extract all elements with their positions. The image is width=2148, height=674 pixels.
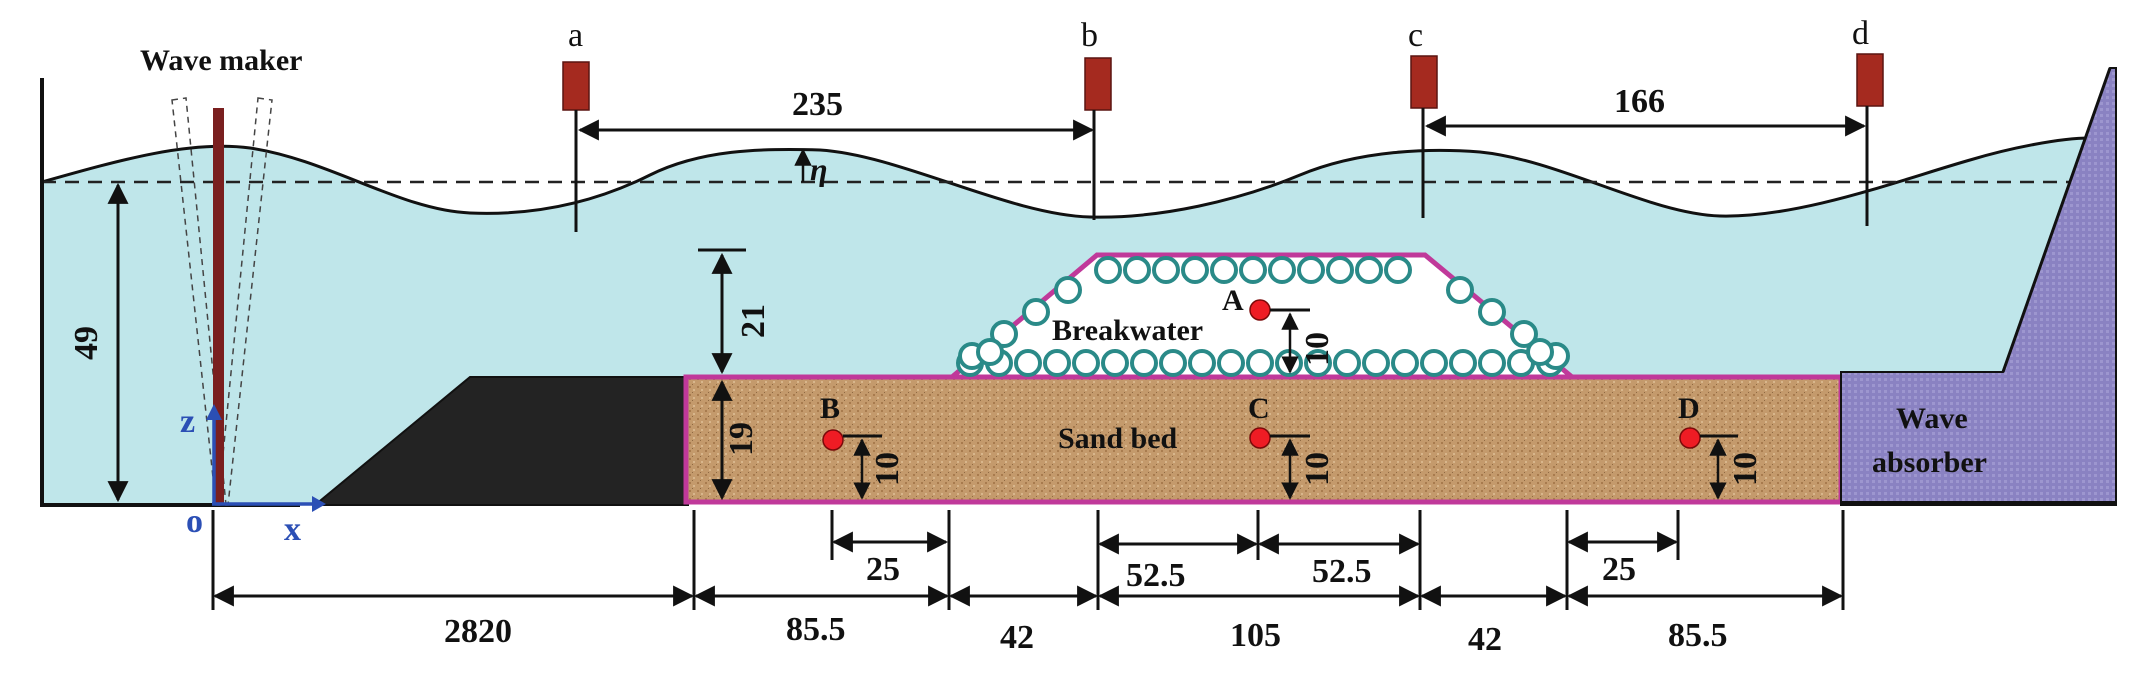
- wave-maker-paddle: [213, 108, 224, 505]
- point-C-label: C: [1248, 392, 1270, 425]
- pebble: [1384, 256, 1412, 284]
- pebble: [1188, 349, 1216, 377]
- pebble: [1362, 349, 1390, 377]
- dim-slope-left: 42: [1000, 619, 1034, 656]
- pebble: [1072, 349, 1100, 377]
- gauge-d: d: [1852, 15, 1884, 226]
- pebble: [1217, 349, 1245, 377]
- dim-point-A: 10: [1299, 332, 1336, 366]
- pebble: [1014, 349, 1042, 377]
- gauge-c: c: [1408, 17, 1438, 218]
- gauge-a: a: [562, 17, 590, 232]
- pebble: [1054, 276, 1082, 304]
- origin-label: o: [186, 503, 203, 540]
- pebble: [1094, 256, 1122, 284]
- pebble: [1510, 320, 1538, 348]
- pebble: [1246, 349, 1274, 377]
- dim-water-depth: 49: [68, 326, 105, 360]
- wave-maker-label: Wave maker: [140, 44, 302, 77]
- breakwater-label: Breakwater: [1052, 314, 1203, 347]
- dim-point-D: 10: [1727, 452, 1764, 486]
- pebble: [1181, 256, 1209, 284]
- pebble: [1210, 256, 1238, 284]
- point-D-marker: [1679, 427, 1701, 449]
- breakwater-pebbles: [956, 256, 1570, 377]
- gauge-a-label: a: [568, 17, 583, 54]
- dim-point-C: 10: [1299, 452, 1336, 486]
- gauge-b: b: [1081, 17, 1112, 220]
- pebble: [1449, 349, 1477, 377]
- pebble: [1022, 298, 1050, 326]
- wave-surface: [41, 136, 2091, 219]
- pebble: [976, 338, 1004, 366]
- pebble: [1101, 349, 1129, 377]
- pebble: [1420, 349, 1448, 377]
- pebble: [990, 320, 1018, 348]
- pebble: [1123, 256, 1151, 284]
- wave-absorber-label-line2: absorber: [1872, 446, 1987, 479]
- wave-absorber-label-line1: Wave: [1896, 402, 1968, 435]
- dim-offset-D: 25: [1602, 551, 1636, 588]
- dim-point-B: 10: [869, 452, 906, 486]
- point-B-marker: [822, 429, 844, 451]
- pebble: [1355, 256, 1383, 284]
- gauge-c-label: c: [1408, 17, 1423, 54]
- dim-half-crest-right: 52.5: [1312, 553, 1372, 590]
- pebble: [1391, 349, 1419, 377]
- point-D-label: D: [1678, 392, 1700, 425]
- pebble: [1130, 349, 1158, 377]
- gauge-b-label: b: [1081, 17, 1098, 54]
- dim-sand-right: 85.5: [1668, 617, 1728, 654]
- point-A-marker: [1249, 299, 1271, 321]
- point-B-label: B: [820, 392, 840, 425]
- dim-gauge-ab: 235: [792, 86, 843, 123]
- axis-x-label: x: [284, 511, 301, 548]
- dim-half-crest-left: 52.5: [1126, 557, 1186, 594]
- gauge-d-label: d: [1852, 15, 1869, 52]
- pebble: [1304, 349, 1332, 377]
- eta-label: η: [810, 151, 828, 187]
- absorber-slope-line: [2001, 67, 2112, 373]
- pebble: [1239, 256, 1267, 284]
- pebble: [1159, 349, 1187, 377]
- axis-z-arrowhead: [206, 404, 222, 420]
- pebble: [1297, 256, 1325, 284]
- axis-x-arrowhead: [312, 496, 326, 512]
- pebble: [1043, 349, 1071, 377]
- dim-slope-right: 42: [1468, 621, 1502, 658]
- dim-crest-width: 105: [1230, 617, 1281, 654]
- sand-bed-label: Sand bed: [1058, 422, 1178, 455]
- dim-submergence: 21: [735, 304, 772, 338]
- dim-sand-thickness: 19: [723, 422, 760, 456]
- pebble: [1326, 256, 1354, 284]
- pebble: [1446, 276, 1474, 304]
- dim-channel: 2820: [444, 613, 512, 650]
- dim-offset-B: 25: [866, 551, 900, 588]
- pebble: [1526, 338, 1554, 366]
- dim-sand-left: 85.5: [786, 611, 846, 648]
- axis-z-label: z: [180, 403, 195, 440]
- pebble: [1478, 349, 1506, 377]
- pebble: [1152, 256, 1180, 284]
- dim-gauge-cd: 166: [1614, 83, 1665, 120]
- pebble: [1333, 349, 1361, 377]
- point-C-marker: [1249, 427, 1271, 449]
- point-A-label: A: [1222, 284, 1244, 317]
- pebble: [1478, 298, 1506, 326]
- pebble: [1268, 256, 1296, 284]
